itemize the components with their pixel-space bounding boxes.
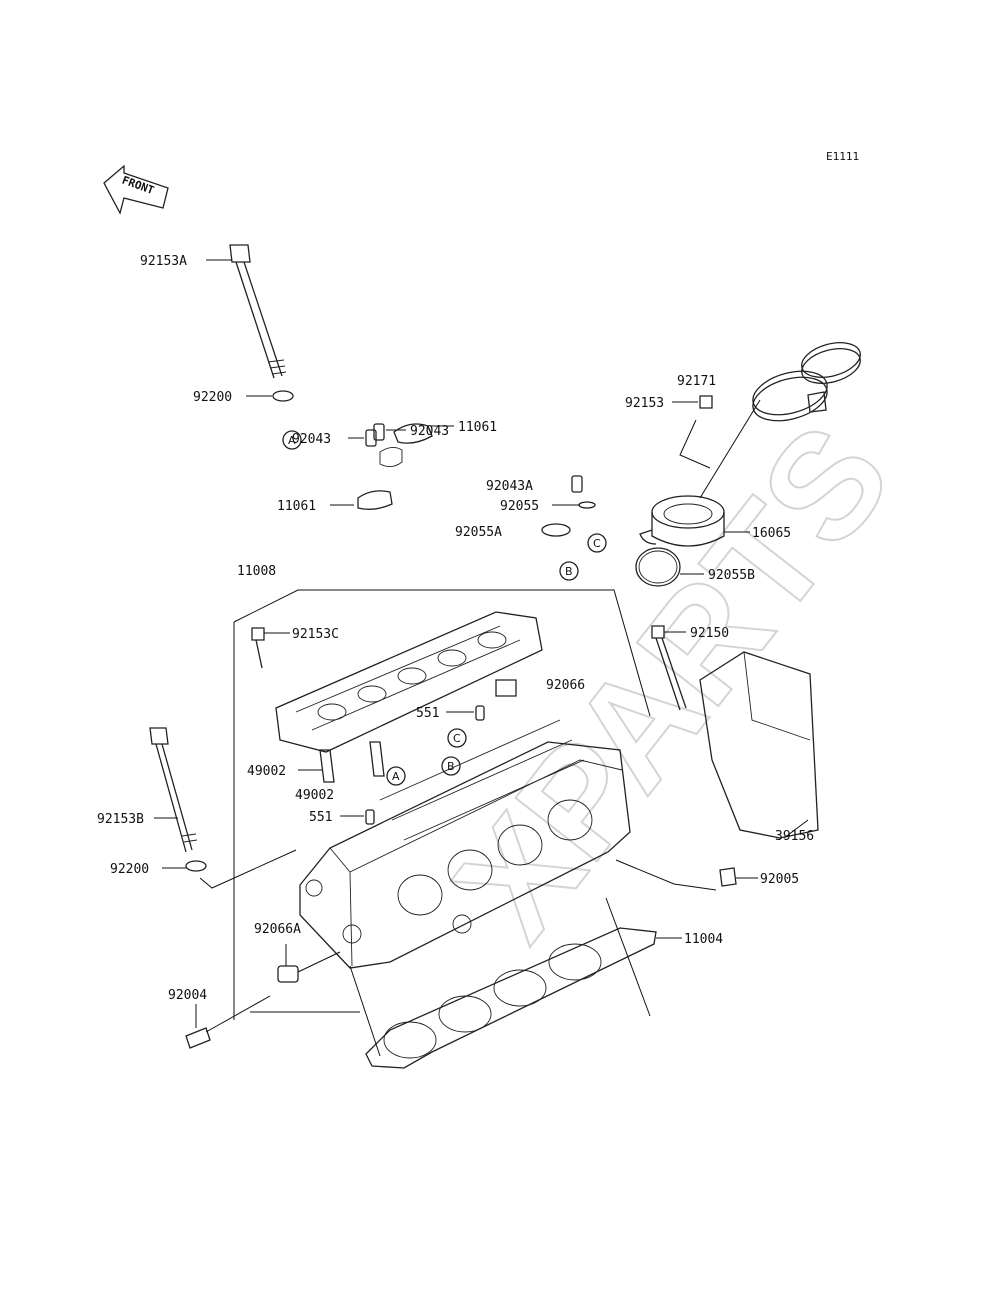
pin-551-1-icon xyxy=(475,705,485,721)
ref-b-2-label: B xyxy=(447,760,455,773)
sensor-92005-icon xyxy=(719,867,737,887)
label-92200-top: 92200 xyxy=(193,390,232,405)
label-92004: 92004 xyxy=(168,988,207,1003)
cam-cap-holder-11008-icon xyxy=(233,589,651,866)
ref-c-1-label: C xyxy=(593,537,601,550)
label-92153c: 92153C xyxy=(292,627,339,642)
cap-11061-2-icon xyxy=(357,490,393,510)
cap-11061-1-icon xyxy=(393,423,433,444)
bolt-92153c-icon xyxy=(251,627,265,669)
bolt-92153a-icon xyxy=(229,244,287,379)
label-92153a: 92153A xyxy=(140,254,187,269)
label-16065: 16065 xyxy=(752,526,791,541)
plug-92066-icon xyxy=(495,679,517,697)
label-92055: 92055 xyxy=(500,499,539,514)
label-49002-1: 49002 xyxy=(247,764,286,779)
ref-b-2: B xyxy=(441,756,461,776)
ref-a-1-label: A xyxy=(288,434,296,447)
pipe-49002-2-icon xyxy=(369,741,385,777)
dowel-92043-1-icon xyxy=(373,423,385,441)
label-11004: 11004 xyxy=(684,932,723,947)
label-11061-2: 11061 xyxy=(277,499,316,514)
bolt-92153-icon xyxy=(699,395,713,409)
label-92153: 92153 xyxy=(625,396,664,411)
washer-92200-top-icon xyxy=(272,390,294,402)
diagram-code: E1111 xyxy=(826,150,859,163)
ref-a-2-label: A xyxy=(392,770,400,783)
oring-92055a-icon xyxy=(541,523,571,537)
bolt-92150-icon xyxy=(651,625,687,711)
label-92171: 92171 xyxy=(677,374,716,389)
cover-39156-icon xyxy=(699,651,819,839)
ref-b-1: B xyxy=(559,561,579,581)
label-92055b: 92055B xyxy=(708,568,755,583)
dowel-92043a-icon xyxy=(571,475,583,493)
plug-92066a-icon xyxy=(277,965,299,983)
label-92005: 92005 xyxy=(760,872,799,887)
label-551-1: 551 xyxy=(416,706,439,721)
cylinder-head-icon xyxy=(299,719,631,969)
pipe-49002-1-icon xyxy=(319,749,335,783)
oring-92055-icon xyxy=(578,501,596,509)
label-11008: 11008 xyxy=(237,564,276,579)
ref-c-1: C xyxy=(587,533,607,553)
label-92150: 92150 xyxy=(690,626,729,641)
washer-92200-bottom-icon xyxy=(185,860,207,872)
clamp-92171-icon xyxy=(752,342,861,422)
label-92043a: 92043A xyxy=(486,479,533,494)
ref-b-1-label: B xyxy=(565,565,573,578)
stud-92004-icon xyxy=(185,1027,211,1049)
bolt-92153b-icon xyxy=(149,727,198,853)
front-label: FRONT xyxy=(120,174,156,198)
label-92153b: 92153B xyxy=(97,812,144,827)
ref-c-2-label: C xyxy=(453,732,461,745)
ref-a-2: A xyxy=(386,766,406,786)
ref-a-1: A xyxy=(282,430,302,450)
oring-92055b-icon xyxy=(635,547,681,587)
label-92043-2: 92043 xyxy=(292,432,331,447)
label-11061-1: 11061 xyxy=(458,420,497,435)
label-39156: 39156 xyxy=(775,829,814,844)
label-92066: 92066 xyxy=(546,678,585,693)
dowel-92043-2-icon xyxy=(365,429,377,447)
pin-551-2-icon xyxy=(365,809,375,825)
holder-16065-icon xyxy=(639,399,761,547)
ref-c-2: C xyxy=(447,728,467,748)
label-49002-2: 49002 xyxy=(295,788,334,803)
front-arrow-icon: FRONT xyxy=(103,164,169,215)
label-92066a: 92066A xyxy=(254,922,301,937)
label-92043-1: 92043 xyxy=(410,424,449,439)
label-92200-bottom: 92200 xyxy=(110,862,149,877)
label-92055a: 92055A xyxy=(455,525,502,540)
gasket-11004-icon xyxy=(349,897,657,1069)
label-551-2: 551 xyxy=(309,810,332,825)
